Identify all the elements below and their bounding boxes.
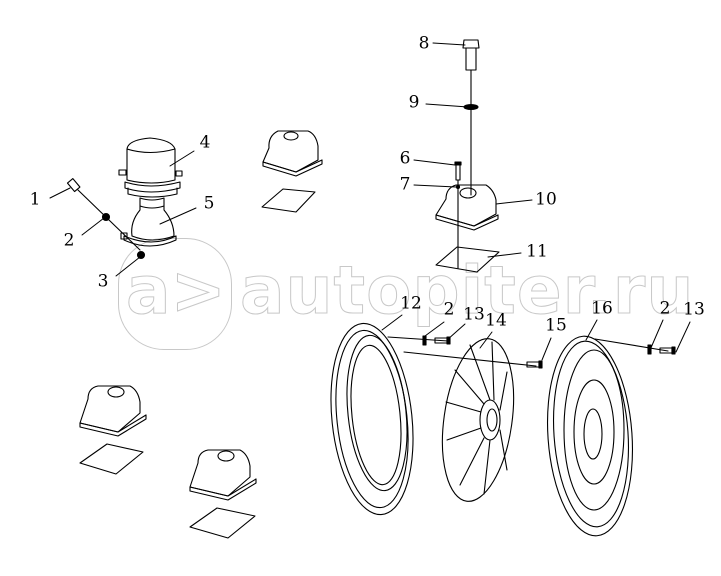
callout-4: 4 [199,132,211,153]
part-13-bolt-right [659,346,676,355]
shim-plate-bottom-middle [189,507,256,539]
callout-16: 16 [591,298,613,319]
watermark-text: autopiter.ru [239,252,695,329]
part-6-screw [454,161,462,181]
assembly-axis [387,336,449,342]
assembly-axis [77,189,141,251]
assembly-axis [403,351,537,367]
callout-1: 1 [29,189,41,210]
part-11-shim-plate [435,246,500,273]
watermark-logo-frame [118,238,232,350]
part-4-housing [118,137,183,198]
part-7-washer [455,184,461,190]
part-2-washer [101,212,111,222]
part-1-bolt [66,178,81,193]
part-13-bolt-mid [434,336,451,345]
shim-plate-bottom-left [79,443,144,475]
rubber-mount-bottom-left [79,385,147,437]
assembly-axis [594,338,669,352]
shim-plate-top [261,188,316,213]
callout-10: 10 [535,189,557,210]
callout-5: 5 [203,193,215,214]
callout-3: 3 [97,271,109,292]
part-3-nut [136,250,146,260]
part-16-cover-plate [546,335,634,537]
callout-9: 9 [408,92,420,113]
callout-11: 11 [526,241,548,262]
part-9-washer [463,103,479,111]
callout-12: 12 [400,293,422,314]
callout-2-mid: 2 [443,299,455,320]
callout-15: 15 [545,315,567,336]
part-2-washer-mid [422,335,427,346]
part-8-hex-bolt [462,39,480,71]
leader-lines [49,42,691,361]
part-14-fan-disc [441,338,515,502]
callout-2: 2 [63,230,75,251]
callout-6: 6 [399,148,411,169]
callout-14: 14 [485,310,507,331]
part-15-bolt [526,360,543,369]
part-2-washer-right [647,344,652,355]
rubber-mount-bottom-middle [189,449,257,501]
callout-13-mid: 13 [463,304,485,325]
callout-7: 7 [399,174,411,195]
part-12-ring-flange [330,322,414,516]
callout-8: 8 [418,33,430,54]
callout-13-right: 13 [683,299,705,320]
callout-2-right: 2 [659,298,671,319]
part-5-adapter [120,197,177,247]
part-10-rubber-mount [435,184,499,231]
watermark-logo: a> [126,252,227,329]
rubber-mount-top [262,130,323,177]
